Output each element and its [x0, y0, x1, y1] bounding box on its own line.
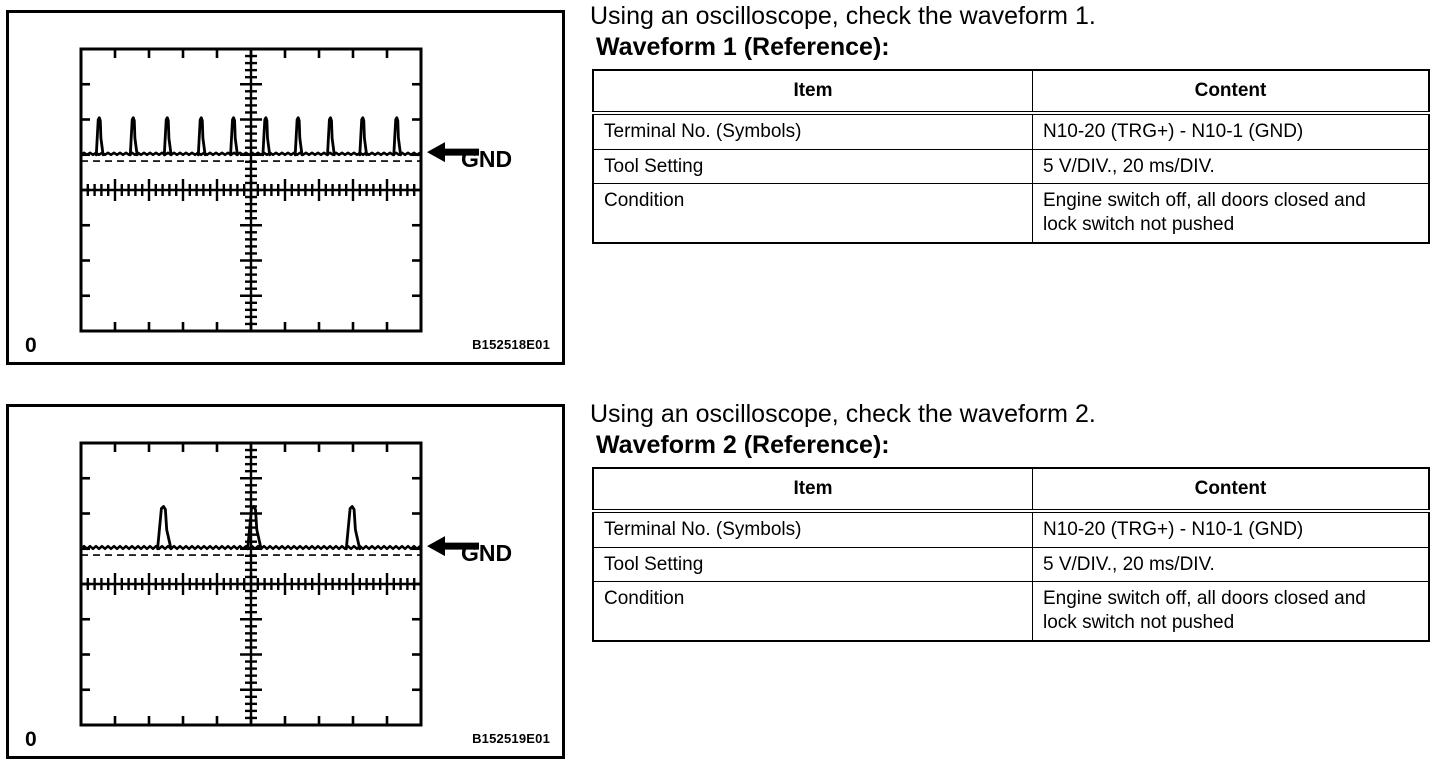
cell-content-tool-setting: 5 V/DIV., 20 ms/DIV.: [1032, 148, 1430, 185]
cell-item-terminal-no: Terminal No. (Symbols): [592, 112, 1033, 150]
column-header-item: Item: [592, 467, 1033, 513]
figure-corner-mark-2: 0: [25, 728, 37, 751]
figure-code-1: B152518E01: [472, 337, 550, 352]
waveform-2-figure: GND 0 B152519E01: [6, 404, 565, 759]
instruction-text-1: Using an oscilloscope, check the wavefor…: [590, 2, 1096, 30]
table-header-row: Item Content: [592, 69, 1430, 115]
waveform-1-text-block: Using an oscilloscope, check the wavefor…: [590, 2, 1430, 244]
instruction-text-2: Using an oscilloscope, check the wavefor…: [590, 400, 1096, 428]
cell-content-condition: Engine switch off, all doors closed and …: [1032, 183, 1430, 244]
cell-content-terminal-no: N10-20 (TRG+) - N10-1 (GND): [1032, 510, 1430, 548]
cell-content-terminal-no: N10-20 (TRG+) - N10-1 (GND): [1032, 112, 1430, 150]
oscilloscope-screen-2: [79, 441, 479, 727]
column-header-content: Content: [1032, 69, 1430, 115]
cell-item-terminal-no: Terminal No. (Symbols): [592, 510, 1033, 548]
cell-item-tool-setting: Tool Setting: [592, 546, 1033, 583]
figure-corner-mark-1: 0: [25, 334, 37, 357]
table-header-row: Item Content: [592, 467, 1430, 513]
column-header-item: Item: [592, 69, 1033, 115]
gnd-label-1: GND: [461, 146, 513, 172]
waveform-1-figure: GND 0 B152518E01: [6, 10, 565, 365]
cell-item-condition: Condition: [592, 183, 1033, 244]
waveform-title-1: Waveform 1 (Reference):: [596, 32, 890, 61]
table-row: Condition Engine switch off, all doors c…: [592, 581, 1430, 642]
table-row: Terminal No. (Symbols) N10-20 (TRG+) - N…: [592, 510, 1430, 548]
column-header-content: Content: [1032, 467, 1430, 513]
cell-content-tool-setting: 5 V/DIV., 20 ms/DIV.: [1032, 546, 1430, 583]
table-row: Condition Engine switch off, all doors c…: [592, 183, 1430, 244]
table-row: Terminal No. (Symbols) N10-20 (TRG+) - N…: [592, 112, 1430, 150]
oscilloscope-screen-1: [79, 47, 479, 333]
gnd-label-2: GND: [461, 540, 513, 566]
cell-item-tool-setting: Tool Setting: [592, 148, 1033, 185]
cell-content-condition: Engine switch off, all doors closed and …: [1032, 581, 1430, 642]
cell-item-condition: Condition: [592, 581, 1033, 642]
figure-code-2: B152519E01: [472, 731, 550, 746]
waveform-2-text-block: Using an oscilloscope, check the wavefor…: [590, 400, 1430, 642]
waveform-title-2: Waveform 2 (Reference):: [596, 430, 890, 459]
table-row: Tool Setting 5 V/DIV., 20 ms/DIV.: [592, 546, 1430, 583]
table-row: Tool Setting 5 V/DIV., 20 ms/DIV.: [592, 148, 1430, 185]
waveform-1-table: Item Content Terminal No. (Symbols) N10-…: [592, 69, 1430, 244]
waveform-2-table: Item Content Terminal No. (Symbols) N10-…: [592, 467, 1430, 642]
